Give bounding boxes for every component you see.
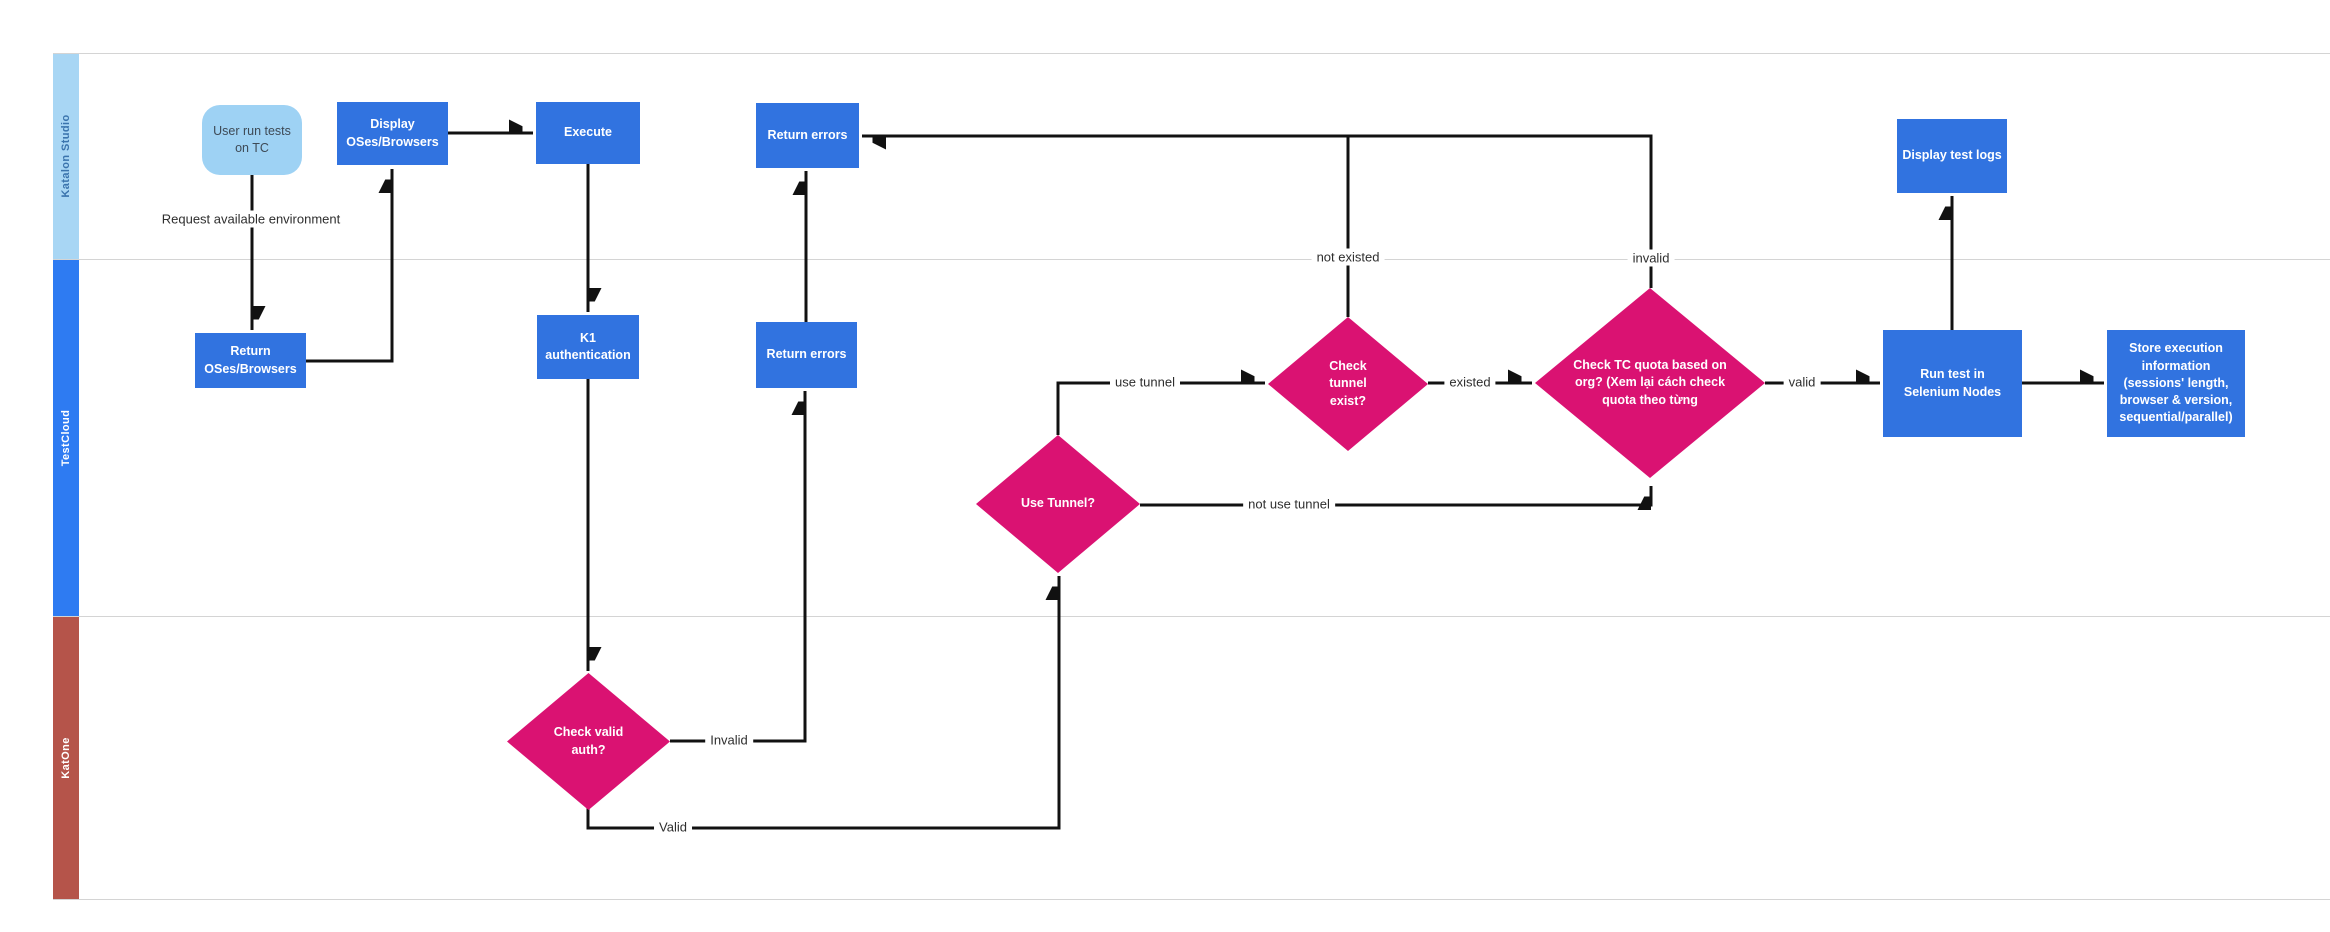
edge-use-tunnel-to-check-tunnel — [1056, 383, 1265, 435]
node-k1-authentication[interactable]: K1 authentication — [537, 315, 639, 379]
node-return-oses-browsers[interactable]: Return OSes/Browsers — [195, 333, 306, 388]
lane-divider-testcloud-katone — [53, 616, 2330, 617]
edge-invalid-auth-to-return-errors — [670, 391, 807, 743]
edge-return-oses-to-display-oses — [306, 169, 394, 363]
node-run-test-selenium[interactable]: Run test in Selenium Nodes — [1883, 330, 2022, 437]
lane-katone-label: KatOne — [60, 737, 72, 779]
lane-testcloud: TestCloud — [53, 260, 79, 616]
edge-label-not-use-tunnel: not use tunnel — [1243, 495, 1335, 513]
node-store-execution-info[interactable]: Store execution information (sessions' l… — [2107, 330, 2245, 437]
edge-invalid-quota-to-return-errors — [862, 134, 1653, 288]
node-check-valid-auth-decision[interactable]: Check valid auth? — [507, 673, 670, 810]
edge-label-use-tunnel: use tunnel — [1110, 373, 1180, 391]
lane-bottom-border — [53, 899, 2330, 900]
edge-label-valid-quota: valid — [1783, 373, 1821, 391]
lane-testcloud-label: TestCloud — [60, 409, 72, 467]
lane-katone: KatOne — [53, 617, 79, 899]
node-display-test-logs[interactable]: Display test logs — [1897, 119, 2007, 193]
node-check-tc-quota-decision[interactable]: Check TC quota based on org? (Xem lại cá… — [1535, 288, 1765, 478]
lane-katalon-studio: Katalon Studio — [53, 53, 79, 259]
node-execute[interactable]: Execute — [536, 102, 640, 164]
node-user-run-tests[interactable]: User run tests on TC — [202, 105, 302, 175]
lane-divider-katalon-testcloud — [53, 259, 2330, 260]
edge-not-use-tunnel-to-quota — [1140, 486, 1653, 505]
node-use-tunnel-decision[interactable]: Use Tunnel? — [976, 435, 1140, 573]
lane-katalon-studio-label: Katalon Studio — [60, 114, 72, 198]
lane-top-border — [53, 53, 2330, 54]
node-return-errors-katalon[interactable]: Return errors — [756, 103, 859, 168]
edge-label-invalid-auth: Invalid — [705, 731, 753, 749]
edge-label-request-environment: Request available environment — [156, 210, 346, 228]
edge-valid-auth-to-use-tunnel — [586, 576, 1061, 830]
node-check-tunnel-exist-decision[interactable]: Check tunnel exist? — [1268, 317, 1428, 451]
node-return-errors-testcloud[interactable]: Return errors — [756, 322, 857, 388]
edge-label-valid-auth: Valid — [654, 818, 692, 836]
edge-label-existed: existed — [1444, 373, 1496, 391]
edge-label-invalid-quota: invalid — [1627, 249, 1675, 267]
node-display-oses-browsers[interactable]: Display OSes/Browsers — [337, 102, 448, 165]
edge-label-not-existed: not existed — [1311, 248, 1385, 266]
